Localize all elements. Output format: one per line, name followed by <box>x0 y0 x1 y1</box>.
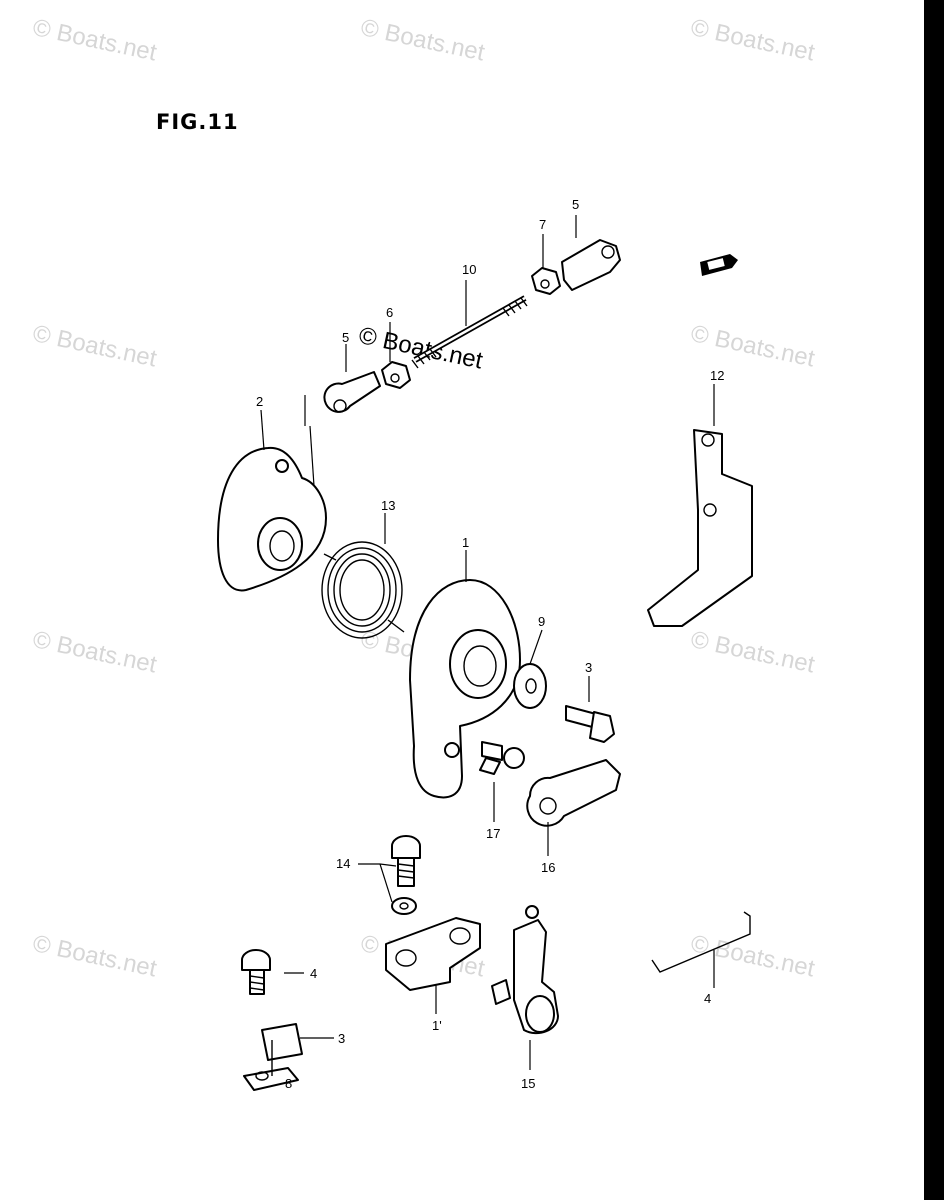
leader-lines <box>260 215 715 1070</box>
callout-14: 3 <box>338 1031 345 1046</box>
part-13-lever <box>491 905 559 1035</box>
callout-4: 5 <box>572 197 579 212</box>
page-edge-bar <box>924 0 944 1200</box>
part-12-bolt <box>391 835 421 915</box>
part-14-clip <box>243 1023 303 1091</box>
callout-2: 2 <box>256 394 263 409</box>
callout-1b: 1' <box>432 1018 442 1033</box>
callout-8: 12 <box>710 368 724 383</box>
part-9-spring <box>321 541 405 639</box>
callout-3: 3 <box>585 660 592 675</box>
part-8-bracket <box>647 429 753 627</box>
callout-4: 5 <box>342 330 349 345</box>
callout-16: 16 <box>541 860 555 875</box>
part-7-rod <box>411 295 528 369</box>
callout-9: 13 <box>381 498 395 513</box>
part-6-washer <box>513 663 547 709</box>
callout-13: 15 <box>521 1076 535 1091</box>
callout-15: 4 <box>310 966 317 981</box>
callout-labels: 5 7 10 6 5 2 12 13 1 9 3 17 16 14 1' 15 … <box>256 197 724 1091</box>
callout-6: 9 <box>538 614 545 629</box>
callout-5: 7 <box>539 217 546 232</box>
part-1-cam-lever <box>409 579 521 799</box>
part-5-nut-upper <box>531 267 561 295</box>
callout-5: 6 <box>386 305 393 320</box>
callout-3: 8 <box>285 1076 292 1091</box>
part-5-nut-lower <box>381 361 411 389</box>
callout-17: 17 <box>486 826 500 841</box>
part-16-socket <box>526 759 621 827</box>
part-10-pin <box>651 911 751 973</box>
part-17-ball-stud <box>479 741 525 775</box>
part-4-rod-end-lower <box>323 371 381 413</box>
part-15-bolt <box>241 949 271 995</box>
callout-1: 1 <box>462 535 469 550</box>
figure-title: FIG.11 <box>156 110 239 134</box>
part-4-rod-end-upper <box>561 239 621 291</box>
part-1b-bracket <box>385 917 481 991</box>
callout-10: 4 <box>704 991 711 1006</box>
callout-7: 10 <box>462 262 476 277</box>
forward-tag-icon <box>700 254 738 276</box>
part-3-bolt <box>565 705 615 743</box>
part-2-lever <box>217 446 327 592</box>
callout-12: 14 <box>336 856 350 871</box>
